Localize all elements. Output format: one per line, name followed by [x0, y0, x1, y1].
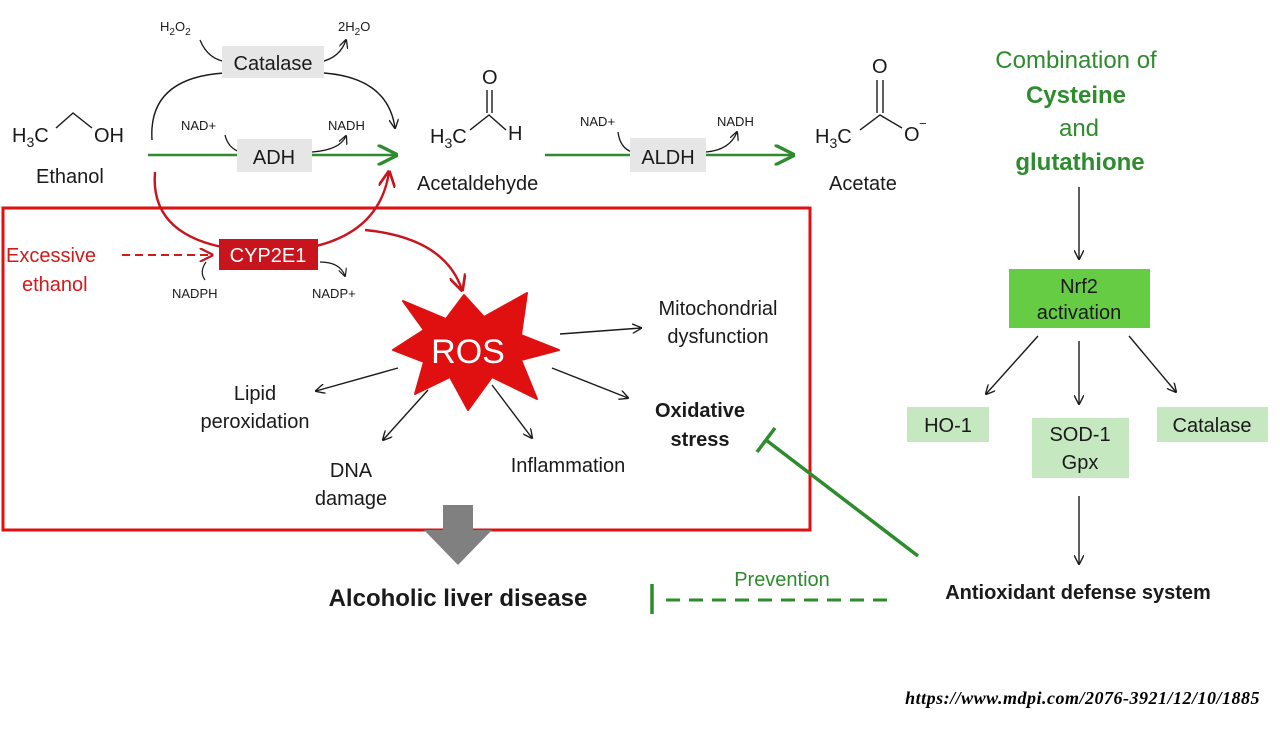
- adh-out-arc: [311, 136, 346, 153]
- adh-box: [237, 139, 312, 172]
- adh-nad-in: NAD+: [181, 118, 216, 133]
- acetate-h3c: H3C: [815, 126, 852, 151]
- oxidative-line1: Oxidative: [655, 400, 745, 422]
- ethanol-molecule: H3C OH Ethanol: [12, 112, 124, 188]
- aldh-label: ALDH: [641, 147, 694, 169]
- combination-glutathione: glutathione: [1015, 149, 1144, 176]
- arrow-to-inflammation: [491, 384, 532, 438]
- ethanol-label: Ethanol: [36, 166, 104, 188]
- cyp2e1-pathway: CYP2E1 NADPH NADP+: [153, 171, 462, 301]
- aldh-box: [630, 138, 706, 172]
- arrow-to-catalase: [1128, 335, 1176, 392]
- ethanol-oh: OH: [94, 125, 124, 147]
- ethanol-h3c: H3C: [12, 125, 49, 150]
- combination-cysteine: Cysteine: [1026, 82, 1126, 109]
- inflammation-label: Inflammation: [511, 455, 626, 477]
- nadp-arc: [319, 261, 345, 276]
- dna-line1: DNA: [330, 460, 373, 482]
- aldh-in-arc: [617, 131, 633, 153]
- nrf2-targets: HO-1 SOD-1 Gpx Catalase: [907, 407, 1268, 478]
- acetaldehyde-h: H: [508, 123, 522, 145]
- catalase-box: [222, 46, 324, 78]
- oxidative-line2: stress: [671, 429, 730, 451]
- mito-line1: Mitochondrial: [659, 298, 778, 320]
- excessive-ethanol: Excessive ethanol: [6, 245, 212, 296]
- acetate-bonds: [859, 114, 903, 131]
- ho1-box: [907, 407, 989, 442]
- nrf2-box: [1009, 269, 1150, 328]
- excessive-label: Excessive: [6, 245, 96, 267]
- arrow-to-dna: [383, 389, 429, 440]
- ho1-label: HO-1: [924, 415, 972, 437]
- acetaldehyde-o: O: [482, 67, 498, 89]
- nrf2-box-group: Nrf2 activation: [1009, 269, 1150, 328]
- acetaldehyde-h3c: H3C: [430, 126, 467, 151]
- mito-line2: dysfunction: [667, 326, 768, 348]
- arrow-to-lipid: [316, 367, 399, 391]
- ethanol-label-red: ethanol: [22, 274, 88, 296]
- acetaldehyde-molecule: O H3C H Acetaldehyde: [417, 67, 538, 195]
- aldh-out-arc: [705, 132, 737, 153]
- h2o-label: 2H2O: [338, 19, 370, 38]
- sod-label: SOD-1: [1049, 424, 1110, 446]
- nadph-label: NADPH: [172, 286, 218, 301]
- acetate-o-minus: O: [904, 124, 920, 146]
- arrow-to-oxidative: [551, 367, 628, 398]
- acetate-charge: −: [919, 116, 927, 131]
- acetaldehyde-label: Acetaldehyde: [417, 173, 538, 195]
- acetate-molecule: O H3C O − Acetate: [815, 56, 927, 195]
- to-disease-arrow: [424, 505, 492, 565]
- oxidative-inhibit-line: [764, 438, 920, 558]
- adh-label: ADH: [253, 147, 295, 169]
- source-url: https://www.mdpi.com/2076-3921/12/10/188…: [905, 688, 1260, 708]
- combination-block: Combination of Cysteine and glutathione: [995, 47, 1157, 176]
- oxidative-inhibit-bar: [755, 426, 777, 454]
- adh-pathway: NAD+ NADH ADH: [148, 118, 396, 172]
- arrow-to-mito: [559, 328, 641, 335]
- aldh-nadh-out: NADH: [717, 114, 754, 129]
- cyp2e1-to-ros-arrow: [364, 228, 462, 290]
- aldh-nad-in: NAD+: [580, 114, 615, 129]
- aldh-pathway: NAD+ NADH ALDH: [545, 114, 793, 172]
- prevention-label: Prevention: [734, 569, 830, 591]
- nrf2-line2: activation: [1037, 302, 1122, 324]
- nadph-arc: [201, 261, 207, 281]
- combination-line1: Combination of: [995, 47, 1157, 74]
- oxidative-inhibitor: [755, 426, 920, 558]
- gpx-label: Gpx: [1062, 452, 1099, 474]
- outcome-label: Alcoholic liver disease: [329, 585, 588, 612]
- cyp2e1-ros-box: [1, 206, 812, 532]
- nadp-label: NADP+: [312, 286, 356, 301]
- lipid-line2: peroxidation: [201, 411, 310, 433]
- acetate-o-top: O: [872, 56, 888, 78]
- cyp2e1-in-arc: [153, 171, 223, 249]
- catalase-target-label: Catalase: [1173, 415, 1252, 437]
- ros-label: ROS: [431, 333, 505, 371]
- acetate-label: Acetate: [829, 173, 897, 195]
- catalase-target-box: [1157, 407, 1268, 442]
- combination-and: and: [1059, 115, 1099, 142]
- ros-starburst-shape: [392, 292, 560, 411]
- ros-effect-arrows: [316, 328, 641, 440]
- antioxidant-label: Antioxidant defense system: [945, 582, 1211, 604]
- cyp2e1-out-arc: [311, 172, 389, 249]
- nrf2-line1: Nrf2: [1060, 276, 1098, 298]
- dna-line2: damage: [315, 488, 387, 510]
- ros-burst: ROS: [392, 292, 560, 411]
- sod-gpx-box: [1032, 418, 1129, 478]
- acetaldehyde-bonds: [469, 114, 507, 131]
- catalase-label: Catalase: [234, 53, 313, 75]
- ethanol-bonds: [55, 112, 93, 129]
- prevention-inhibitor: Prevention: [650, 569, 887, 614]
- arrow-to-ho1: [986, 335, 1039, 394]
- adh-nadh-out: NADH: [328, 118, 365, 133]
- cyp2e1-box: [219, 239, 318, 270]
- h2o2-label: H2O2: [160, 19, 191, 38]
- cyp2e1-label: CYP2E1: [230, 245, 307, 267]
- catalase-pathway: H2O2 2H2O Catalase: [151, 19, 395, 141]
- lipid-line1: Lipid: [234, 383, 276, 405]
- ros-effects: Mitochondrial dysfunction Lipid peroxida…: [201, 298, 778, 510]
